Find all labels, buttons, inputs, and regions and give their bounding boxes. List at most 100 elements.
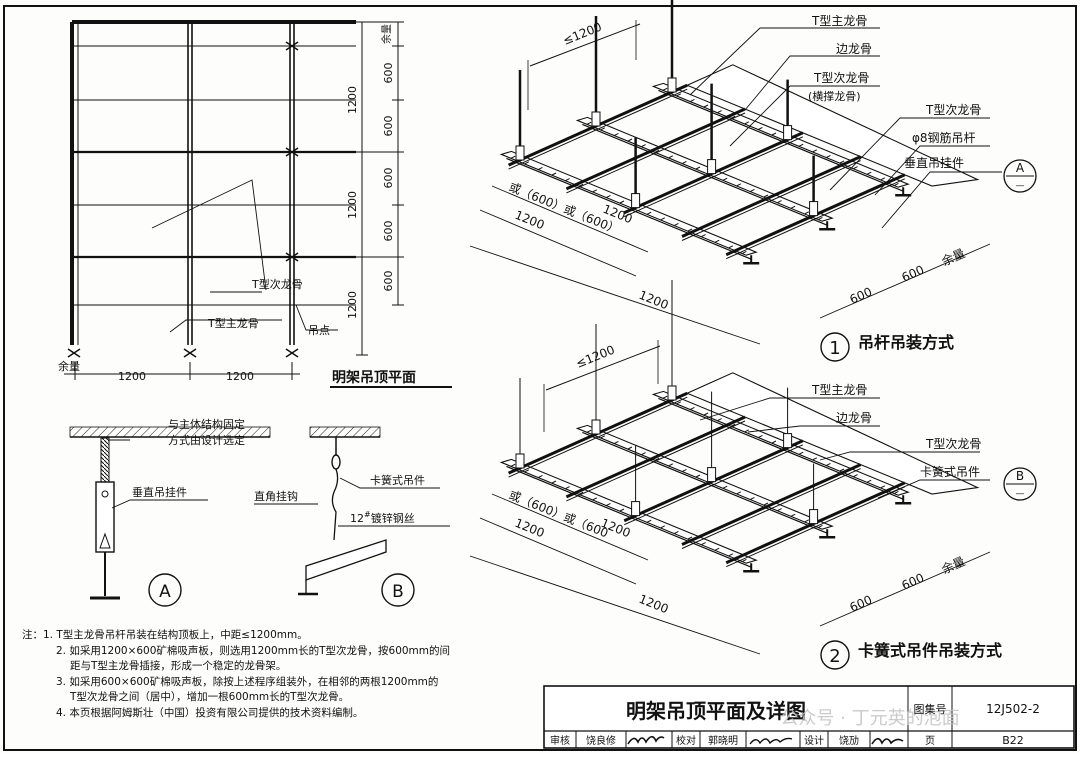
- runner-slot: [798, 451, 804, 455]
- runner-slot: [674, 222, 679, 226]
- title-block-design-name: 饶劢: [839, 734, 859, 747]
- runner-slot: [812, 149, 818, 153]
- detail-a: 与主体结构固定 方式由设计选定 垂直吊挂件 A: [69, 417, 271, 607]
- runner-slot: [538, 474, 543, 478]
- runner-slot: [687, 536, 693, 540]
- runner-slot: [744, 121, 750, 125]
- cross-tee-3: [681, 155, 862, 238]
- runner-slot: [682, 160, 687, 164]
- runner-slot: [654, 457, 660, 461]
- detail-a-tag: A: [159, 582, 171, 602]
- main-runner-flange-0: [506, 465, 752, 568]
- title-block-review-label: 审核: [550, 734, 570, 747]
- cross-tee-flange-4: [725, 178, 906, 260]
- runner-slot: [703, 104, 709, 108]
- runner-slot: [853, 166, 858, 170]
- runner-slot: [690, 406, 695, 410]
- runner-slot: [592, 497, 598, 501]
- runner-slot: [668, 155, 674, 159]
- detail-b-label-wire: 12#镀锌钢丝: [350, 510, 415, 525]
- plan-row-dim-3: 600: [382, 168, 395, 189]
- cross-tee-1: [565, 415, 746, 499]
- plan-label-main: T型主龙骨: [207, 316, 259, 330]
- runner-slot: [606, 502, 611, 506]
- runner-slot: [682, 468, 687, 472]
- runner-slot: [586, 121, 592, 125]
- plan-title: 明架吊顶平面: [332, 369, 416, 386]
- iso2-label-spring: 卡簧式吊件: [920, 464, 980, 479]
- title-block-title: 明架吊顶平面及详图: [626, 699, 806, 723]
- runner-slot: [894, 182, 899, 186]
- runner-slot: [701, 542, 706, 546]
- hanger-clip-4: [707, 159, 717, 175]
- runner-slot: [758, 126, 763, 130]
- notes-block: 注：1. T型主龙骨吊杆吊装在结构顶板上，中距≤1200mm。 2. 如采用12…: [22, 628, 542, 721]
- runner-slot: [627, 446, 633, 450]
- detail-a-callout-2: 方式由设计选定: [168, 433, 245, 447]
- iso1-label-main: T型主龙骨: [811, 14, 867, 28]
- runner-slot: [771, 440, 777, 444]
- cross-tee-1: [565, 107, 746, 191]
- notes-item-3: 3. 如采用600×600矿棉吸声板，除按上述程序组装外，在相邻的两根1200m…: [56, 675, 439, 688]
- runner-slot: [660, 217, 666, 221]
- runner-slot: [578, 491, 584, 495]
- runner-slot: [690, 98, 695, 102]
- cross-tee-flange-3: [681, 160, 861, 241]
- runner-slot: [654, 149, 660, 153]
- runner-slot: [804, 519, 810, 523]
- title-block-watermark: 公众号 · 丁元英的泡面: [780, 708, 959, 729]
- runner-slot: [674, 530, 679, 534]
- runner-slot: [676, 93, 682, 97]
- runner-slot: [510, 155, 516, 159]
- iso2-dim-max: ≤1200: [574, 343, 617, 371]
- runner-slot: [510, 463, 516, 467]
- detail-a-label: 垂直吊挂件: [132, 485, 187, 499]
- hanger-clip-5: [783, 125, 793, 141]
- ceiling-plan: 余量 600 600 600 600 600 1200 1200 1200 余量…: [58, 20, 452, 388]
- iso2-dim-600-a: 600: [848, 593, 875, 615]
- runner-slot: [736, 491, 742, 495]
- runner-slot: [606, 194, 611, 198]
- runner-slot: [722, 485, 728, 489]
- runner-slot: [619, 508, 625, 512]
- runner-slot: [730, 115, 736, 119]
- signature-review: [627, 735, 665, 745]
- title-block-page-label: 页: [925, 735, 935, 747]
- iso2-dim-1200-a: 1200: [513, 516, 547, 540]
- main-runner-2: [651, 390, 910, 496]
- iso2-label-main: T型主龙骨: [811, 383, 867, 397]
- runner-slot: [578, 183, 584, 187]
- iso1-dim-1200-a: 1200: [513, 208, 547, 232]
- detail-b-label-spring: 卡簧式吊件: [370, 473, 425, 487]
- main-runner-flange-1: [582, 123, 828, 226]
- cross-tee-flange-0: [508, 88, 688, 170]
- edge-wall: [685, 372, 980, 495]
- runner-slot: [668, 463, 674, 467]
- runner-slot: [728, 245, 734, 249]
- title-block-check-name: 郭晓明: [708, 734, 738, 747]
- plan-big-dim-1: 1200: [346, 86, 359, 114]
- iso2-tag: B: [1016, 469, 1024, 483]
- runner-slot: [826, 462, 831, 466]
- isometric-detail-1: ≤1200 T型主龙骨 边龙骨 T型次龙骨 (横撑龙骨) T型次龙骨 φ8钢筋吊…: [469, 0, 1037, 362]
- iso1-label-secondary-2: T型次龙骨: [925, 103, 981, 117]
- runner-slot: [662, 87, 668, 91]
- iso2-tag-sub: —: [1016, 489, 1025, 499]
- runner-slot: [790, 513, 796, 517]
- hanger-clip-3: [631, 501, 641, 517]
- runner-slot: [627, 138, 633, 142]
- runner-slot: [600, 435, 606, 439]
- plan-big-dim-3: 1200: [346, 291, 359, 319]
- runner-slot: [763, 502, 769, 506]
- runner-slot: [742, 250, 747, 254]
- runner-slot: [771, 132, 777, 136]
- iso1-caption-num-circle: [820, 332, 850, 362]
- main-runner-0: [499, 150, 758, 256]
- runner-slot: [687, 228, 693, 232]
- runner-slot: [641, 452, 646, 456]
- title-block-check-label: 校对: [676, 734, 696, 747]
- runner-slot: [524, 161, 530, 165]
- cross-tee-3: [681, 463, 862, 546]
